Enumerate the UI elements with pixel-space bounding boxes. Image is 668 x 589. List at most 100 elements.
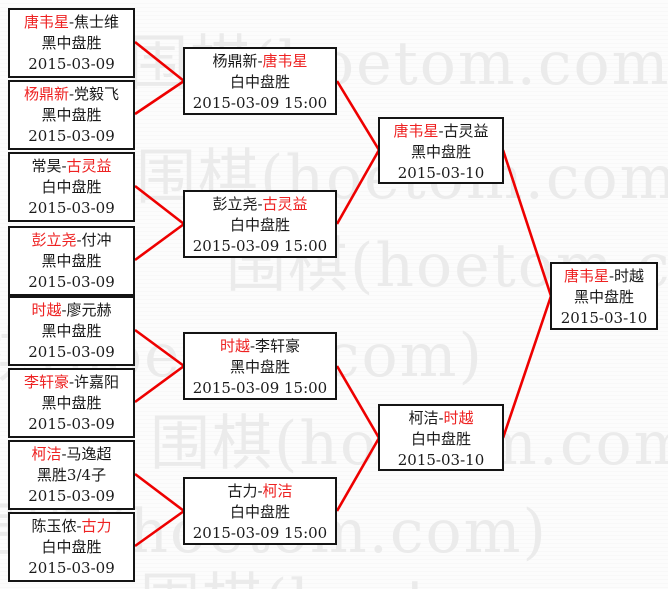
vs-dash: - [61,301,67,319]
match-box-round1-4: 彭立尧-付冲 黑中盘胜 2015-03-09 [8,226,135,296]
match-box-round1-5: 时越-廖元赫 黑中盘胜 2015-03-09 [8,296,135,366]
player-name: 古力 [227,482,258,500]
vs-dash: - [608,267,615,285]
player-name: 常昊 [31,157,62,175]
vs-dash: - [438,122,444,140]
vs-dash: - [61,157,67,175]
match-players: 杨鼎新-唐韦星 [185,51,335,72]
match-box-semifinal-2: 柯洁-时越 白中盘胜 2015-03-10 [378,404,504,471]
match-result: 白中盘胜 [229,73,290,91]
match-result: 黑中盘胜 [41,106,102,124]
vs-dash: - [257,195,263,213]
vs-dash: - [68,13,75,31]
player-name: 廖元赫 [66,301,112,319]
watermark-text: 围棋(hoetom.com) [140,572,668,589]
player-name: 彭立尧 [31,231,77,249]
match-players: 常昊-古灵益 [10,156,133,177]
match-date: 2015-03-09 [28,127,115,145]
player-name: 唐韦星 [23,13,69,31]
match-players: 柯洁-时越 [380,408,502,429]
vs-dash: - [249,337,256,355]
player-name: 唐韦星 [262,52,308,70]
match-result: 白中盘胜 [41,178,102,196]
match-players: 唐韦星-时越 [552,266,656,287]
player-name: 唐韦星 [563,267,609,285]
player-name: 陈玉侬 [31,517,77,535]
match-players: 柯洁-马逸超 [10,444,133,465]
match-box-round2-3: 时越-李轩豪 黑中盘胜 2015-03-09 15:00 [183,332,337,400]
match-result: 白中盘胜 [229,503,290,521]
match-date: 2015-03-09 [28,415,115,433]
match-result: 白中盘胜 [410,430,471,448]
player-name: 时越 [614,267,645,285]
match-players: 陈玉侬-古力 [10,516,133,537]
vs-dash: - [76,517,82,535]
match-players: 杨鼎新-党毅飞 [10,84,133,105]
player-name: 柯洁 [31,445,62,463]
match-result: 黑中盘胜 [41,394,102,412]
match-result: 黑中盘胜 [410,143,471,161]
match-date: 2015-03-10 [560,309,648,327]
match-date: 2015-03-09 [28,273,115,291]
vs-dash: - [76,231,82,249]
match-date: 2015-03-09 [28,199,115,217]
match-players: 唐韦星-古灵益 [380,121,502,142]
match-box-round1-8: 陈玉侬-古力 白中盘胜 2015-03-09 [8,512,135,582]
player-name: 柯洁 [408,409,439,427]
vs-dash: - [68,85,75,103]
match-players: 古力-柯洁 [185,481,335,502]
player-name: 时越 [219,337,250,355]
player-name: 古灵益 [443,122,489,140]
vs-dash: - [68,373,75,391]
player-name: 彭立尧 [212,195,258,213]
match-box-round2-4: 古力-柯洁 白中盘胜 2015-03-09 15:00 [183,477,337,545]
match-result: 黑中盘胜 [41,252,102,270]
player-name: 马逸超 [66,445,112,463]
match-box-round1-7: 柯洁-马逸超 黑胜3/4子 2015-03-09 [8,440,135,510]
match-box-final: 唐韦星-时越 黑中盘胜 2015-03-10 [550,262,658,330]
vs-dash: - [257,52,263,70]
match-date: 2015-03-09 15:00 [192,379,328,397]
match-result: 黑中盘胜 [229,358,290,376]
match-result: 白中盘胜 [41,538,102,556]
match-box-round1-1: 唐韦星-焦士维 黑中盘胜 2015-03-09 [8,8,135,78]
match-box-semifinal-1: 唐韦星-古灵益 黑中盘胜 2015-03-10 [378,117,504,184]
match-result: 黑胜3/4子 [36,466,107,484]
match-date: 2015-03-09 [28,343,115,361]
player-name: 唐韦星 [393,122,439,140]
vs-dash: - [438,409,444,427]
match-result: 黑中盘胜 [41,34,102,52]
match-box-round1-6: 李轩豪-许嘉阳 黑中盘胜 2015-03-09 [8,368,135,438]
player-name: 李轩豪 [23,373,69,391]
match-result: 黑中盘胜 [41,322,102,340]
match-players: 时越-李轩豪 [185,336,335,357]
player-name: 古力 [81,517,112,535]
match-players: 唐韦星-焦士维 [10,12,133,33]
player-name: 杨鼎新 [23,85,69,103]
match-date: 2015-03-09 [28,487,115,505]
match-box-round2-2: 彭立尧-古灵益 白中盘胜 2015-03-09 15:00 [183,190,337,258]
match-box-round1-3: 常昊-古灵益 白中盘胜 2015-03-09 [8,152,135,222]
player-name: 古灵益 [262,195,308,213]
match-players: 彭立尧-古灵益 [185,194,335,215]
player-name: 党毅飞 [74,85,120,103]
match-date: 2015-03-10 [397,164,485,182]
match-players: 李轩豪-许嘉阳 [10,372,133,393]
match-result: 黑中盘胜 [573,288,634,306]
vs-dash: - [61,445,67,463]
match-box-round1-2: 杨鼎新-党毅飞 黑中盘胜 2015-03-09 [8,80,135,150]
match-date: 2015-03-09 15:00 [192,94,328,112]
player-name: 焦士维 [74,13,120,31]
match-date: 2015-03-09 [28,559,115,577]
match-box-round2-1: 杨鼎新-唐韦星 白中盘胜 2015-03-09 15:00 [183,47,337,115]
match-date: 2015-03-09 15:00 [192,237,328,255]
player-name: 许嘉阳 [74,373,120,391]
player-name: 时越 [443,409,474,427]
player-name: 柯洁 [262,482,293,500]
vs-dash: - [257,482,263,500]
player-name: 杨鼎新 [212,52,258,70]
player-name: 付冲 [81,231,112,249]
player-name: 古灵益 [66,157,112,175]
match-players: 彭立尧-付冲 [10,230,133,251]
